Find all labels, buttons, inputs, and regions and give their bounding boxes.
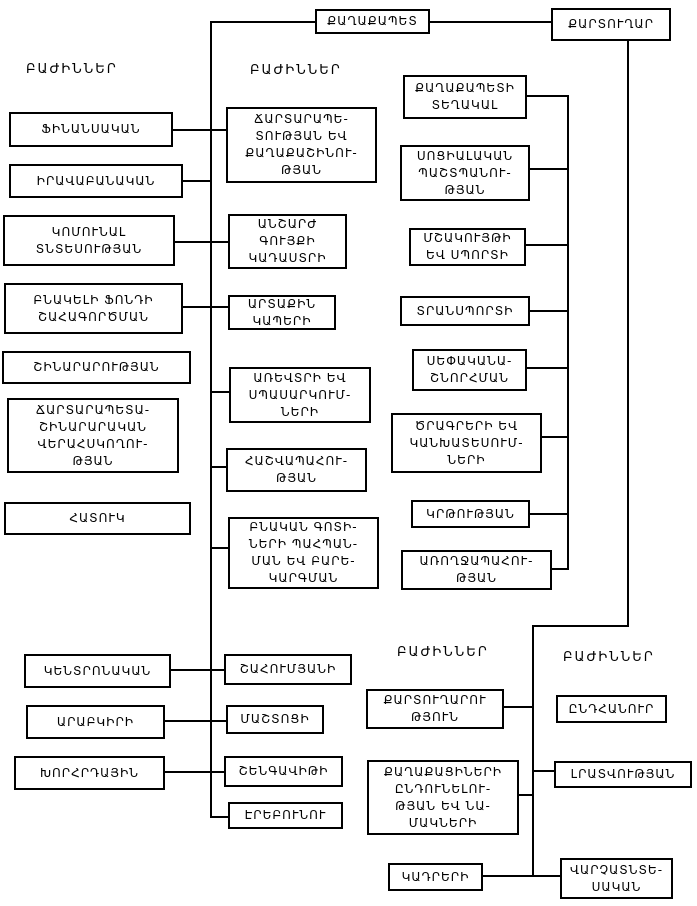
node-legal: ԻՐԱՎԱԲԱՆԱԿԱՆ [9, 164, 183, 198]
node-accounting: ՀԱՇՎԱՊԱՀՈՒ- ԹՅԱՆ [226, 448, 367, 492]
node-transport: ՏՐԱՆՍՊՈՐՏԻ [400, 296, 530, 326]
line-nature-zones [210, 547, 228, 549]
line-social-protection [529, 168, 568, 170]
node-arabkir: ԱՐԱԲԿԻՐԻ [26, 705, 165, 739]
node-shahumyan: ՇԱՀՈՒՄՅԱՆԻ [224, 654, 352, 685]
line-deputy-mayor [527, 95, 568, 97]
node-secretary: ՔԱՐՏՈՒՂԱՐ [551, 8, 671, 41]
node-social-protection: ՍՈՑԻԱԼԱԿԱՆ ՊԱՇՏՊԱՆՈՒ- ԹՅԱՆ [400, 145, 530, 201]
departments-header-middle: ԲԱԺԻՆՆԵՐ [250, 63, 342, 78]
line-legal [182, 180, 212, 182]
line-arabkir-mashtots [164, 720, 226, 722]
line-programs-forecasts [541, 436, 568, 438]
line-accounting [210, 466, 226, 468]
line-trunk-to-mayor [210, 21, 315, 23]
line-secretary-elbow [532, 625, 628, 627]
node-arch-supervision: ՃԱՐՏԱՐԱՊԵՏԱ- ՇԻՆԱՐԱՐԱԿԱՆ ՎԵՐԱՀՍԿՈՂՈՒ- ԹՅ… [7, 398, 179, 473]
departments-header-bottom-middle: ԲԱԺԻՆՆԵՐ [397, 645, 489, 660]
line-housing-external [182, 306, 228, 308]
node-external-relations: ԱՐՏԱՔԻՆ ԿԱՊԵՐԻ [228, 295, 336, 330]
line-citizens-reception [518, 794, 534, 796]
node-trade-services: ԱՌԵՎՏՐԻ ԵՎ ՍՊԱՍԱՐԿՈՒՄ- ՆԵՐԻ [229, 367, 371, 423]
line-left-trunk [210, 21, 212, 818]
node-cadastre: ԱՆՇԱՐԺ ԳՈՒՅՔԻ ԿԱԴԱՍՏՐԻ [228, 214, 347, 269]
node-mayor: ՔԱՂԱՔԱՊԵՏ [315, 9, 430, 34]
node-secretariat: ՔԱՐՏՈՒՂԱՐՈՒ ԹՅՈՒՆ [366, 689, 504, 729]
line-culture-sport [525, 244, 568, 246]
line-education [529, 513, 568, 515]
line-transport [529, 310, 568, 312]
line-erebuni [210, 816, 228, 818]
node-programs-forecasts: ԾՐԱԳՐԵՐԻ ԵՎ ԿԱՆԽԱՏԵՍՈՒՄ- ՆԵՐԻ [391, 413, 542, 473]
line-communal-cadastre [174, 241, 228, 243]
node-communal-economy: ԿՈՄՈՒՆԱԼ ՏՆՏԵՍՈՒԹՅԱՆ [3, 215, 175, 266]
node-general: ԸՆԴՀԱՆՈՒՐ [556, 695, 667, 723]
node-healthcare: ԱՌՈՂՋԱՊԱՀՈՒ- ԹՅԱՆ [401, 550, 552, 590]
node-education: ԿՐԹՈՒԹՅԱՆ [411, 500, 530, 528]
node-nature-zones: ԲՆԱԿԱՆ ԳՈՏԻ- ՆԵՐԻ ՊԱՀՊԱՆ- ՄԱՆ ԵՎ ԲԱՐԵ- Կ… [228, 517, 379, 589]
node-khorhrdayin: ԽՈՐՀՐԴԱՅԻՆ [14, 756, 165, 790]
line-cadres-admin [483, 875, 560, 877]
line-khorhrdayin-shengavit [164, 771, 224, 773]
node-erebuni: ԷՐԵԲՈՒՆՈՒ [228, 802, 343, 829]
node-construction: ՇԻՆԱՐԱՐՈՒԹՅԱՆ [2, 351, 191, 384]
node-media: ԼՐԱՏՎՈՒԹՅԱՆ [554, 761, 692, 788]
line-healthcare [551, 568, 568, 570]
node-central: ԿԵՆՏՐՈՆԱԿԱՆ [24, 654, 171, 688]
node-architecture: ՃԱՐՏԱՐԱՊԵ- ՏՈՒԹՅԱՆ ԵՎ ՔԱՂԱՔԱՇԻՆՈՒ- ԹՅԱՆ [226, 107, 377, 183]
node-mashtots: ՄԱՇՏՈՑԻ [226, 705, 324, 734]
node-deputy-mayor: ՔԱՂԱՔԱՊԵՏԻ ՏԵՂԱԿԱԼ [403, 75, 527, 119]
line-bottom-right-trunk [532, 625, 534, 877]
line-central-shahumyan [170, 669, 224, 671]
line-deputy-trunk [567, 95, 569, 570]
departments-header-bottom-right: ԲԱԺԻՆՆԵՐ [563, 650, 655, 665]
line-finance [172, 129, 226, 131]
node-finance: ՖԻՆԱՆՍԱԿԱՆ [9, 112, 173, 147]
node-shengavit: ՇԵՆԳԱՎԻԹԻ [224, 756, 343, 787]
node-admin-economic: ՎԱՐՉԱՏՆՏԵ- ՍԱԿԱՆ [560, 858, 673, 899]
node-housing-fund: ԲՆԱԿԵԼԻ ՖՈՆԴԻ ՇԱՀԱԳՈՐԾՄԱՆ [4, 283, 183, 334]
line-secretary-trunk [627, 40, 629, 627]
departments-header-left: ԲԱԺԻՆՆԵՐ [26, 62, 118, 77]
node-privatization: ՍԵՓԱԿԱՆԱ- ՇՆՈՐՀՄԱՆ [412, 349, 527, 391]
line-media [532, 770, 554, 772]
line-mayor-to-secretary [430, 21, 551, 23]
line-secretariat [503, 706, 534, 708]
line-privatization [526, 367, 568, 369]
node-culture-sport: ՄՇԱԿՈՒՅԹԻ ԵՎ ՍՊՈՐՏԻ [409, 228, 526, 266]
node-cadres: ԿԱԴՐԵՐԻ [388, 863, 483, 891]
line-trade-services [210, 391, 229, 393]
node-citizens-reception: ՔԱՂԱՔԱՑԻՆԵՐԻ ԸՆԴՈՒՆԵԼՈՒ- ԹՅԱՆ ԵՎ ՆԱ- ՄԱԿ… [367, 760, 519, 835]
node-special: ՀԱՏՈՒԿ [4, 502, 191, 535]
